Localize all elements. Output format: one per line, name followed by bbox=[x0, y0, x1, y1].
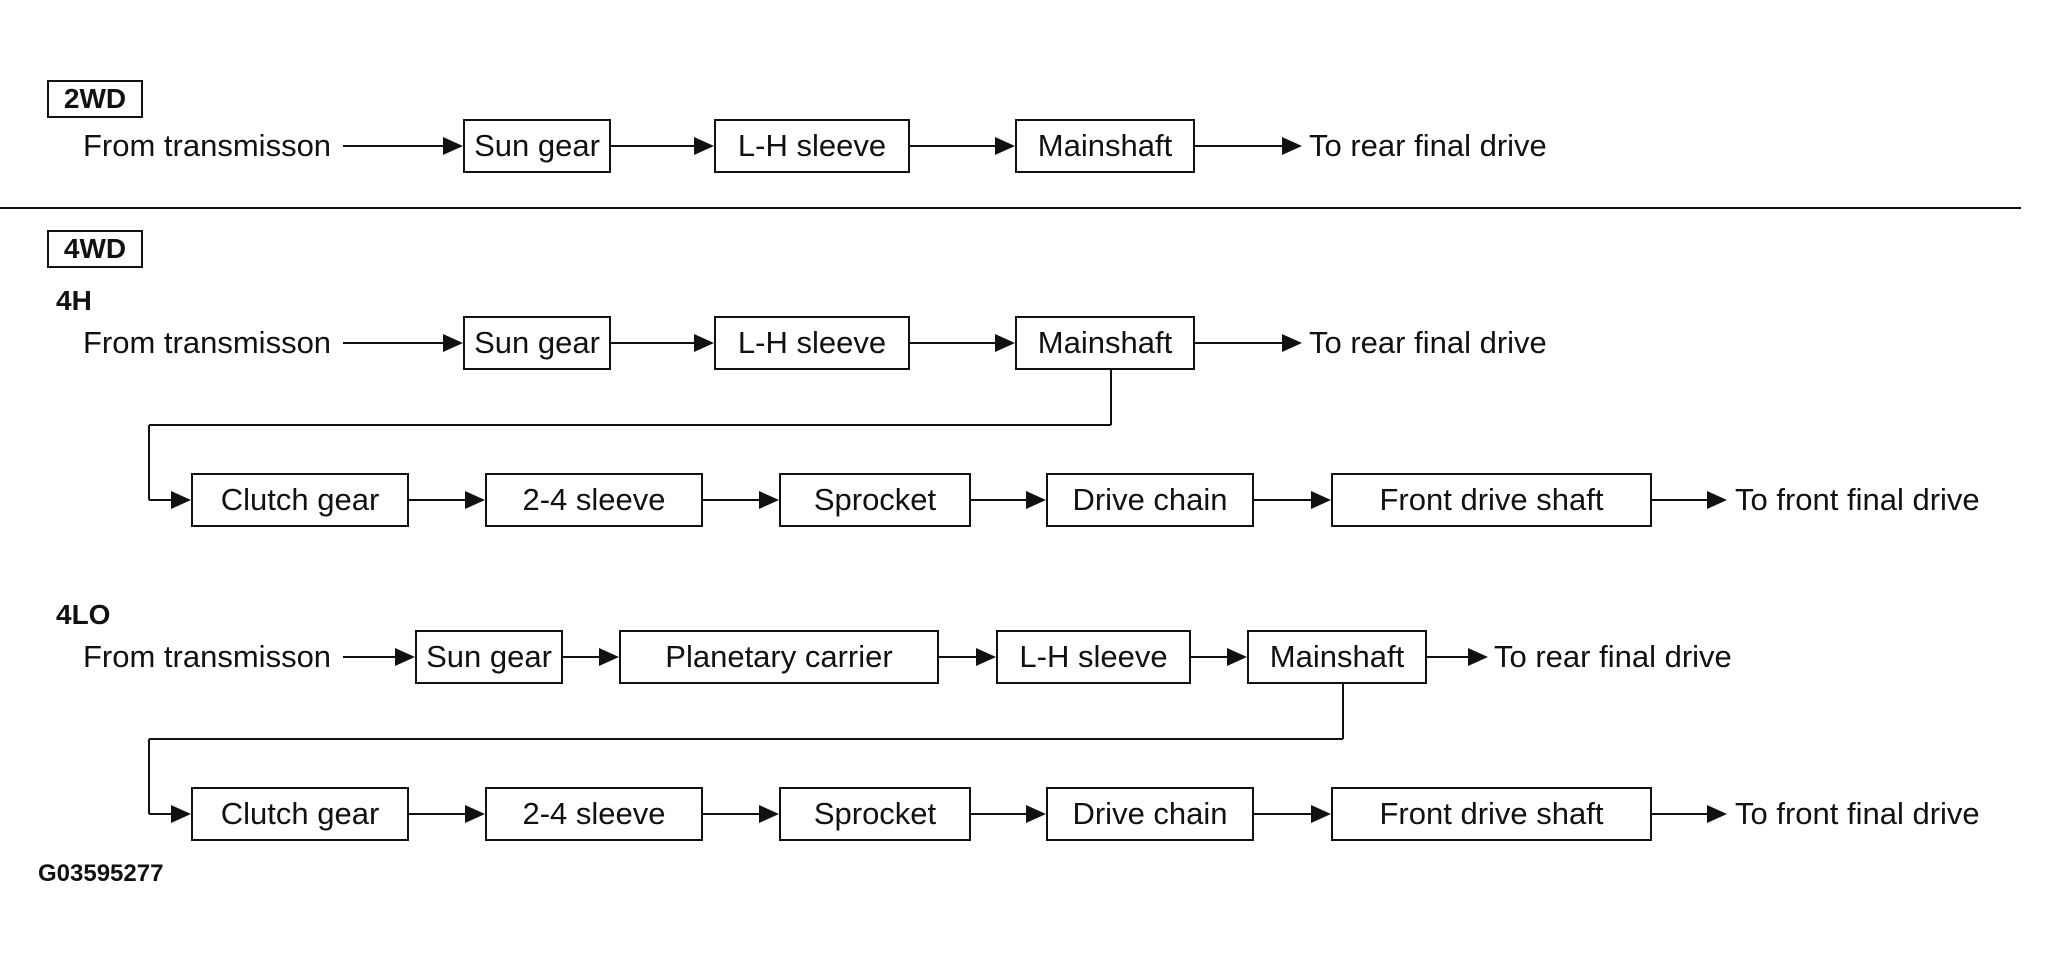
figure-code: G03595277 bbox=[38, 860, 164, 887]
arrow-head-icon bbox=[995, 334, 1015, 352]
flow-4lo-node: Planetary carrier bbox=[619, 630, 939, 684]
arrow-head-icon bbox=[443, 334, 463, 352]
arrow-head-icon bbox=[1026, 491, 1046, 509]
mode-label-4lo: 4LO bbox=[56, 599, 111, 630]
arrow-head-icon bbox=[759, 805, 779, 823]
flow-2wd-destination: To rear final drive bbox=[1309, 128, 1547, 163]
arrow-head-icon bbox=[443, 137, 463, 155]
section-tag-4wd: 4WD bbox=[47, 230, 143, 268]
flow-4lo-branch-node: Drive chain bbox=[1046, 787, 1254, 841]
flow-4lo-branch-node: Clutch gear bbox=[191, 787, 409, 841]
flow-4h-node: Mainshaft bbox=[1015, 316, 1195, 370]
arrow-head-icon bbox=[1707, 805, 1727, 823]
flow-4lo-branch-node: Sprocket bbox=[779, 787, 971, 841]
flow-4lo-branch-node: Front drive shaft bbox=[1331, 787, 1652, 841]
flow-2wd-node: Sun gear bbox=[463, 119, 611, 173]
flow-4h-branch-node: Front drive shaft bbox=[1331, 473, 1652, 527]
flow-4h-branch-node: Sprocket bbox=[779, 473, 971, 527]
arrow-head-icon bbox=[1026, 805, 1046, 823]
section-tag-2wd: 2WD bbox=[47, 80, 143, 118]
flow-2wd-source: From transmisson bbox=[83, 128, 332, 163]
arrow-head-icon bbox=[1282, 137, 1302, 155]
flow-4lo-destination: To rear final drive bbox=[1494, 639, 1732, 674]
arrow-head-icon bbox=[1227, 648, 1247, 666]
flow-4lo-source: From transmisson bbox=[83, 639, 332, 674]
arrow-head-icon bbox=[465, 805, 485, 823]
flow-4h-source: From transmisson bbox=[83, 325, 332, 360]
flow-4h-node: Sun gear bbox=[463, 316, 611, 370]
arrow-head-icon bbox=[1468, 648, 1488, 666]
flow-4h-branch-node: 2-4 sleeve bbox=[485, 473, 703, 527]
arrow-head-icon bbox=[1311, 491, 1331, 509]
arrow-head-icon bbox=[465, 491, 485, 509]
flow-4h-destination: To rear final drive bbox=[1309, 325, 1547, 360]
arrow-head-icon bbox=[1707, 491, 1727, 509]
flow-4h-branch-node: Drive chain bbox=[1046, 473, 1254, 527]
arrow-head-icon bbox=[395, 648, 415, 666]
arrow-head-icon bbox=[995, 137, 1015, 155]
mode-label-4h: 4H bbox=[56, 285, 92, 316]
flow-2wd-node: L-H sleeve bbox=[714, 119, 910, 173]
flow-4lo-branch-destination: To front final drive bbox=[1735, 796, 1980, 831]
arrow-head-icon bbox=[171, 491, 191, 509]
flow-4h-branch-node: Clutch gear bbox=[191, 473, 409, 527]
flow-4h-branch-destination: To front final drive bbox=[1735, 482, 1980, 517]
arrow-head-icon bbox=[976, 648, 996, 666]
flow-4lo-node: Mainshaft bbox=[1247, 630, 1427, 684]
arrow-head-icon bbox=[1282, 334, 1302, 352]
arrow-head-icon bbox=[759, 491, 779, 509]
flow-2wd-node: Mainshaft bbox=[1015, 119, 1195, 173]
flow-4lo-branch-node: 2-4 sleeve bbox=[485, 787, 703, 841]
flow-4lo-node: L-H sleeve bbox=[996, 630, 1191, 684]
flow-4lo-node: Sun gear bbox=[415, 630, 563, 684]
arrow-head-icon bbox=[694, 137, 714, 155]
arrow-head-icon bbox=[599, 648, 619, 666]
arrow-head-icon bbox=[171, 805, 191, 823]
flow-4h-node: L-H sleeve bbox=[714, 316, 910, 370]
arrow-head-icon bbox=[1311, 805, 1331, 823]
arrow-head-icon bbox=[694, 334, 714, 352]
